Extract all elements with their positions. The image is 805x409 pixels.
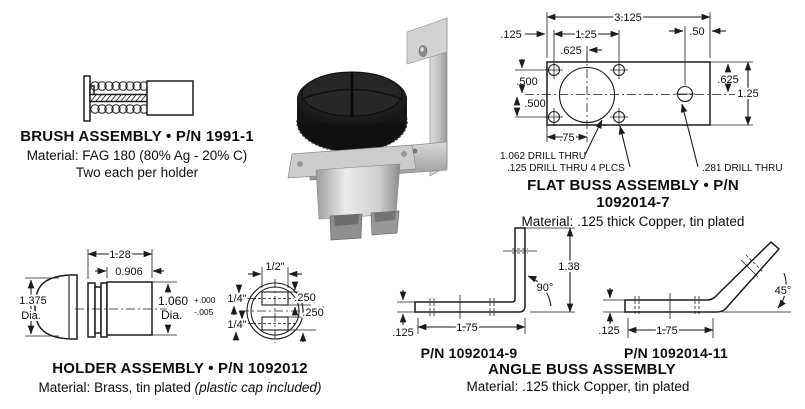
angle-90-dimensions: 1.38 90° 1.75 .125: [392, 227, 582, 339]
dim-45-thickness: .125: [598, 325, 619, 337]
flat-buss-plate: [525, 52, 735, 142]
dim-slot-width: 1/2": [265, 261, 284, 273]
angle-45-hole-marks: [634, 254, 764, 319]
dim-slot-offset-top: 1/4": [227, 293, 246, 305]
dim-90-thickness: .125: [392, 327, 413, 339]
brush-springs: [90, 81, 156, 114]
dim-slot-height-bottom: .250: [302, 307, 323, 319]
dim-tol-minus: -.005: [194, 307, 214, 317]
dim-45-angle: 45°: [775, 285, 792, 297]
angle-buss-material: Material: .125 thick Copper, tin plated: [466, 379, 690, 394]
plastic-cap-view: 1.375 Dia.: [17, 274, 78, 340]
holder-side-view: 1.28 0.906 1.060 Dia. +.000 -.005: [75, 247, 216, 338]
holder-assembly-photo: [287, 17, 448, 241]
angle-90-part: [414, 227, 526, 313]
angle-buss-title-wrap: ANGLE BUSS ASSEMBLY: [457, 361, 707, 378]
dim-bore-dia: 1.060: [158, 294, 188, 308]
dim-90-angle: 90°: [537, 282, 554, 294]
dim-right-hole-edge: .50: [689, 26, 704, 38]
dim-cap-dia: 1.375: [19, 295, 47, 307]
holder-material: Material: Brass, tin plated: [38, 380, 195, 395]
brush-block: [146, 80, 194, 116]
corner-holes: [545, 61, 628, 126]
dim-slot-offset-bottom: 1/4": [227, 319, 246, 331]
dim-edge-offset: .125: [500, 29, 521, 41]
brush-shunt-shaft: [89, 93, 151, 103]
flat-buss-title: FLAT BUSS ASSEMBLY • P/N 1092014-7: [527, 177, 739, 211]
dim-tol-plus: +.000: [194, 295, 216, 305]
angle-buss-45-drawing: 45° .125 1.75: [598, 240, 793, 339]
note-right-hole: .281 DRILL THRU: [702, 163, 783, 174]
dim-overall-length: 1.28: [109, 249, 130, 261]
holder-body: [315, 163, 401, 220]
angle-45-dimensions: 45° .125 1.75: [598, 272, 793, 339]
right-hole: [675, 85, 695, 103]
dim-center-hole-x: .75: [559, 132, 574, 144]
holder-prongs: [329, 210, 400, 241]
angle-90-hole-marks: [429, 248, 537, 319]
holder-material-note: (plastic cap included): [194, 380, 322, 395]
angle-buss-title: ANGLE BUSS ASSEMBLY: [488, 361, 676, 378]
angle-45-pn-text: P/N 1092014-11: [624, 345, 728, 361]
angle-90-pn: P/N 1092014-9: [394, 345, 544, 362]
holder-assembly-drawing: 1.375 Dia. 1.28 0.906 1.060 Dia. +.000 -…: [17, 247, 326, 343]
holder-caption: HOLDER ASSEMBLY • P/N 1092012 Material: …: [30, 360, 330, 396]
dim-overall-height: 1.25: [737, 88, 758, 100]
dim-body-length: 0.906: [115, 266, 143, 278]
dim-cap-dia-suffix: Dia.: [21, 310, 41, 322]
holder-face-view: 1/2" 1/4" 1/4" .250 .250: [225, 261, 326, 343]
dim-bore-dia-suffix: Dia.: [161, 308, 182, 322]
black-knurled-cap: [296, 71, 408, 153]
angle-45-part: [624, 240, 781, 313]
dim-90-length: 1.75: [456, 322, 477, 334]
brush-assembly-drawing: [83, 75, 194, 122]
dim-row-top: .500: [516, 76, 537, 88]
note-large-hole: 1.062 DRILL THRU: [500, 151, 586, 162]
angle-90-pn-text: P/N 1092014-9: [420, 345, 518, 361]
angle-buss-90-drawing: 1.38 90° 1.75 .125: [392, 227, 582, 339]
dim-90-height: 1.38: [558, 261, 579, 273]
angle-buss-material-wrap: Material: .125 thick Copper, tin plated: [453, 378, 703, 395]
dim-hole-spacing: 1.25: [575, 29, 596, 41]
holder-title: HOLDER ASSEMBLY • P/N 1092012: [52, 360, 308, 377]
flat-buss-material: Material: .125 thick Copper, tin plated: [521, 214, 745, 229]
flat-buss-caption: FLAT BUSS ASSEMBLY • P/N 1092014-7 Mater…: [508, 177, 758, 230]
brush-caption: BRUSH ASSEMBLY • P/N 1991-1 Material: FA…: [12, 128, 262, 181]
flat-buss-drawing: 3.125 .125 1.25 .625 .50 .500 .500: [500, 10, 783, 174]
note-small-holes: .125 DRILL THRU 4 PLCS: [507, 163, 625, 174]
brush-material: Material: FAG 180 (80% Ag - 20% C): [26, 148, 248, 163]
dim-45-length: 1.75: [656, 325, 677, 337]
brush-note: Two each per holder: [75, 165, 199, 180]
dim-overall-width: 3.125: [614, 12, 642, 24]
flat-buss-dimensions: 3.125 .125 1.25 .625 .50 .500 .500: [500, 10, 783, 174]
dim-slot-height-top: .250: [294, 292, 315, 304]
dim-hole-to-center: .625: [560, 45, 581, 57]
dim-right-hole-down: .625: [717, 74, 738, 86]
brush-title: BRUSH ASSEMBLY • P/N 1991-1: [20, 128, 254, 145]
angle-45-pn: P/N 1092014-11: [601, 345, 751, 362]
dim-row-bottom: .500: [524, 98, 545, 110]
